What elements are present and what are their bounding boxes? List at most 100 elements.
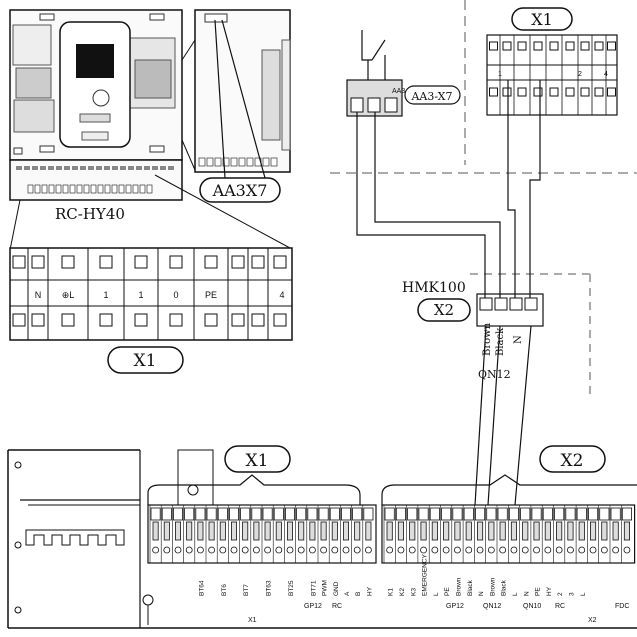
bottom-terminal-label: PE — [444, 587, 451, 596]
board-strip-pin — [146, 184, 153, 194]
aa3x7-relay — [346, 30, 403, 117]
wire-label-n: N — [513, 335, 524, 344]
detail-pin — [262, 157, 270, 167]
board-strip-pin — [34, 184, 41, 194]
bottom-terminal-label: A — [344, 591, 351, 596]
board-strip-pin — [97, 184, 104, 194]
bottom-terminal-label: BT7 — [243, 584, 250, 596]
board-strip-pin — [132, 184, 139, 194]
bottom-terminal-label: L — [580, 592, 587, 596]
bottom-terminal-label: K2 — [399, 588, 406, 596]
board-strip-pin — [76, 184, 83, 194]
bottom-terminal-label: L — [433, 592, 440, 596]
bottom-terminal-label: PE — [535, 587, 542, 596]
board-strip-pin — [27, 184, 34, 194]
bottom-terminal-label: HY — [366, 586, 373, 596]
aa3x7-bubble-label: AA3-X7 — [410, 90, 452, 103]
board-strip-pin — [104, 184, 111, 194]
board-strip-pin — [55, 184, 62, 194]
detail-pin — [222, 157, 230, 167]
x1-bottom-bubble — [224, 445, 291, 473]
bottom-terminal-label: BT25 — [288, 580, 295, 596]
detail-pin — [198, 157, 206, 167]
wires — [356, 80, 541, 506]
rc-hy40-board — [9, 9, 183, 185]
x1-top-terminal-label: 2 — [578, 71, 582, 78]
detail-pin — [270, 157, 278, 167]
group-label-qn12: QN12 — [483, 603, 501, 610]
board-strip-pin — [83, 184, 90, 194]
board-strip-pin — [90, 184, 97, 194]
wire-label-brown: Brown — [482, 322, 493, 356]
x1-terminal-label: ⊕L — [62, 290, 75, 300]
bottom-terminal-label: Black — [501, 579, 508, 596]
bottom-terminal-label: EMERGENCY — [422, 553, 429, 596]
x1-terminal-label: N — [35, 290, 42, 300]
bottom-board — [7, 449, 637, 629]
x1-terminal-label: 4 — [279, 290, 284, 300]
bottom-terminal-label: 3 — [568, 592, 575, 596]
bottom-terminal-label: K3 — [410, 588, 417, 596]
board-strip-pin — [111, 184, 118, 194]
detail-pin — [238, 157, 246, 167]
x1-top-label: X1 — [531, 10, 553, 29]
bottom-terminal-label: Brown — [489, 577, 496, 596]
display-screen — [76, 44, 114, 78]
group-label-x1: X1 — [248, 617, 257, 624]
qn12-mid-label: QN12 — [478, 368, 511, 381]
group-label-fdc: FDC — [615, 603, 629, 610]
board-strip-pin — [62, 184, 69, 194]
board-strip-pin — [41, 184, 48, 194]
bottom-terminal-label: GND — [333, 581, 340, 596]
x1-terminal-label: 1 — [103, 290, 108, 300]
group-label-gp12-x1: GP12 — [304, 603, 322, 610]
group-label-rc-x2: RC — [555, 603, 565, 610]
aa3x7-bubble — [404, 85, 461, 105]
aa3x7-detail-panel — [194, 9, 291, 173]
detail-pin — [230, 157, 238, 167]
board-terminal-strip — [16, 166, 174, 194]
x1-top-bubble — [511, 7, 573, 31]
group-label-gp12-x2: GP12 — [446, 603, 464, 610]
x1-left-label: X1 — [134, 351, 157, 371]
board-strip-pin — [48, 184, 55, 194]
bottom-terminal-label: Black — [467, 579, 474, 596]
bottom-x2-terminal-strip — [381, 504, 636, 564]
x1-top-terminal-label: 1 — [498, 71, 502, 78]
x1-terminal-label: 0 — [173, 290, 178, 300]
x1-top-terminal-label: 4 — [604, 71, 608, 78]
bottom-terminal-label: Brown — [455, 577, 462, 596]
hmk100-terminal — [476, 293, 544, 327]
group-label-rc-x1: RC — [332, 603, 342, 610]
detail-pin — [214, 157, 222, 167]
bottom-terminal-label: 2 — [557, 592, 564, 596]
x2-mid-label: X2 — [434, 301, 454, 319]
x2-mid-bubble — [417, 298, 471, 322]
x1-left-bubble — [107, 346, 184, 374]
bottom-terminal-label: K1 — [388, 588, 395, 596]
x1-bottom-label: X1 — [246, 451, 269, 471]
control-knob — [92, 89, 110, 107]
bottom-terminal-label: BT63 — [266, 580, 273, 596]
bottom-terminal-label: L — [512, 592, 519, 596]
detail-pin — [206, 157, 214, 167]
aa3x7-callout-bubble — [199, 177, 281, 203]
board-strip-pin — [125, 184, 132, 194]
rc-hy40-label: RC-HY40 — [55, 205, 125, 223]
detail-pin — [246, 157, 254, 167]
board-strip-pin — [139, 184, 146, 194]
group-label-x2: X2 — [588, 617, 597, 624]
x1-terminal-label: 1 — [138, 290, 143, 300]
aa3x7-small-label: AA3-X7 — [392, 88, 416, 95]
group-label-qn10: QN10 — [523, 603, 541, 610]
x2-bottom-bubble — [539, 445, 606, 473]
bottom-terminal-label: B — [355, 592, 362, 596]
x2-bottom-label: X2 — [561, 451, 584, 471]
x1-top-terminal-block: 1 2 4 — [486, 34, 618, 116]
bottom-terminal-label: BT6 — [221, 584, 228, 596]
bottom-x1-terminal-strip — [147, 504, 377, 564]
board-strip-pin — [118, 184, 125, 194]
bottom-terminal-label: N — [478, 591, 485, 596]
